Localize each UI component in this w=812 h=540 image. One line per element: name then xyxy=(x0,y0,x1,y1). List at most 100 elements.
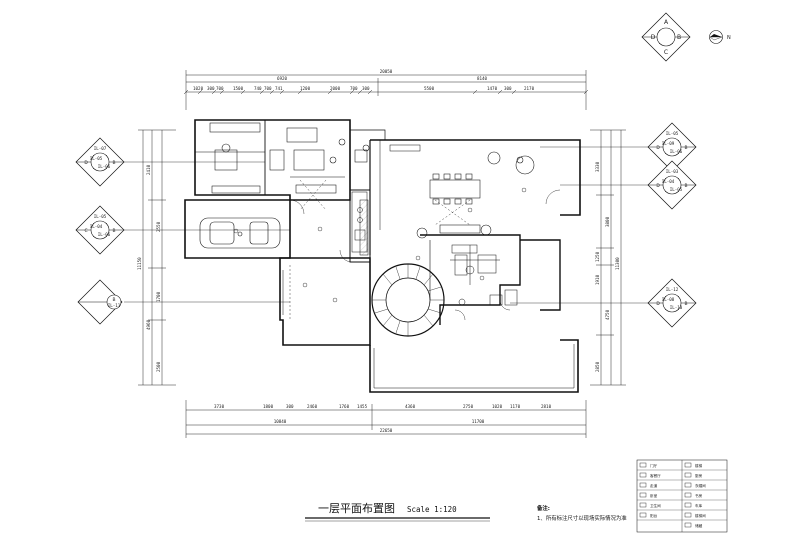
index-marker-right-2: D B IL-03 IL-04 IL-05 xyxy=(647,160,697,210)
dimension-tick xyxy=(297,89,303,95)
svg-text:1700: 1700 xyxy=(156,291,161,302)
top-overall-dim: 20050 xyxy=(380,69,393,74)
svg-text:1020: 1020 xyxy=(492,404,503,409)
svg-text:D: D xyxy=(656,301,660,307)
svg-text:IL-06: IL-06 xyxy=(98,232,111,237)
svg-text:客餐厅: 客餐厅 xyxy=(650,473,661,478)
dimension-tick xyxy=(279,89,285,95)
dimension-tick xyxy=(327,89,333,95)
svg-text:C: C xyxy=(664,49,668,56)
svg-text:车库: 车库 xyxy=(695,503,703,508)
garage-car xyxy=(199,217,281,249)
svg-text:书房: 书房 xyxy=(695,493,703,498)
svg-text:厨房: 厨房 xyxy=(695,473,703,478)
svg-text:IL-06: IL-06 xyxy=(98,164,111,169)
svg-text:1760: 1760 xyxy=(339,404,350,409)
svg-text:IL-07: IL-07 xyxy=(94,146,107,151)
left-dimension-chain xyxy=(138,129,176,386)
svg-text:储藏: 储藏 xyxy=(695,523,703,528)
svg-text:3730: 3730 xyxy=(214,404,225,409)
drawing-scale: Scale 1:120 xyxy=(407,505,457,514)
svg-text:4750: 4750 xyxy=(605,309,610,320)
svg-text:300: 300 xyxy=(504,86,512,91)
svg-text:走道: 走道 xyxy=(650,483,658,488)
dimension-tick xyxy=(269,89,275,95)
dimension-tick xyxy=(197,89,203,95)
bottom-left-sub-dim: 10840 xyxy=(274,419,287,424)
svg-text:1250: 1250 xyxy=(595,251,600,262)
index-marker-left-2: C B IL-05 IL-04 IL-06 xyxy=(75,205,125,255)
north-arrow-icon: N xyxy=(709,30,731,44)
dimension-tick xyxy=(357,89,363,95)
svg-text:2850: 2850 xyxy=(595,361,600,372)
svg-text:1470: 1470 xyxy=(487,86,498,91)
dimension-tick xyxy=(367,89,373,95)
right-dimension-chain xyxy=(590,129,626,386)
dimension-tick xyxy=(511,89,517,95)
svg-text:楼梯: 楼梯 xyxy=(695,463,703,468)
dimension-tick xyxy=(219,89,225,95)
svg-text:楼梯间: 楼梯间 xyxy=(695,513,706,518)
svg-text:11300: 11300 xyxy=(615,257,620,270)
svg-text:IL-09: IL-09 xyxy=(662,141,675,146)
svg-text:B: B xyxy=(112,228,115,234)
index-marker-left-1: D B IL-07 IL-05 IL-06 xyxy=(75,137,125,187)
index-marker-left-3: B IL-11 xyxy=(77,279,123,325)
dimension-tick xyxy=(211,89,217,95)
svg-text:2410: 2410 xyxy=(146,164,151,175)
svg-text:IL-08: IL-08 xyxy=(662,297,675,302)
notes-block: 备注: 1、所有标注尺寸以现场实际情况为准 xyxy=(536,504,627,522)
svg-text:D: D xyxy=(656,183,660,189)
svg-text:2550: 2550 xyxy=(156,221,161,232)
svg-text:1020: 1020 xyxy=(193,86,204,91)
svg-text:1200: 1200 xyxy=(300,86,311,91)
dimension-tick xyxy=(240,89,246,95)
svg-text:卧室: 卧室 xyxy=(650,493,658,498)
svg-text:740: 740 xyxy=(254,86,262,91)
svg-text:IL-03: IL-03 xyxy=(666,169,679,174)
svg-text:IL-04: IL-04 xyxy=(662,179,675,184)
svg-text:衣帽间: 衣帽间 xyxy=(695,483,706,488)
bottom-overall-dim: 22650 xyxy=(380,428,393,433)
svg-text:1800: 1800 xyxy=(263,404,274,409)
svg-text:2170: 2170 xyxy=(524,86,535,91)
svg-text:IL-06: IL-06 xyxy=(670,149,683,154)
svg-text:IL-11: IL-11 xyxy=(108,303,121,308)
svg-text:B: B xyxy=(112,160,115,166)
svg-text:1500: 1500 xyxy=(233,86,244,91)
svg-text:3800: 3800 xyxy=(605,216,610,227)
svg-text:A: A xyxy=(664,19,669,26)
bottom-right-sub-dim: 11700 xyxy=(472,419,485,424)
index-lines xyxy=(124,146,648,304)
svg-text:IL-05: IL-05 xyxy=(90,156,103,161)
svg-text:卫生间: 卫生间 xyxy=(650,503,661,508)
svg-text:门厅: 门厅 xyxy=(650,463,658,468)
svg-text:3330: 3330 xyxy=(595,161,600,172)
lighting-points xyxy=(233,179,527,320)
index-marker-right-1: D B IL-05 IL-09 IL-06 xyxy=(647,122,697,172)
living-room-furniture xyxy=(209,122,370,194)
dining-furniture xyxy=(416,151,535,239)
top-right-sub-dim: 8140 xyxy=(477,76,488,81)
svg-text:B: B xyxy=(677,34,681,41)
svg-text:1170: 1170 xyxy=(510,404,521,409)
svg-text:IL-10: IL-10 xyxy=(670,305,683,310)
svg-text:4360: 4360 xyxy=(405,404,416,409)
svg-text:D: D xyxy=(656,145,660,151)
svg-text:2000: 2000 xyxy=(330,86,341,91)
svg-text:1910: 1910 xyxy=(595,274,600,285)
bath-fixtures xyxy=(451,244,518,306)
svg-text:阳台: 阳台 xyxy=(650,513,658,518)
svg-text:300: 300 xyxy=(286,404,294,409)
svg-text:741: 741 xyxy=(275,86,283,91)
svg-text:5500: 5500 xyxy=(424,86,435,91)
legend-table: 门厅 楼梯 客餐厅 厨房 走道 衣帽间 卧室 书房 卫生间 车库 阳台 楼梯间 … xyxy=(636,459,728,533)
svg-text:B: B xyxy=(684,301,687,307)
drawing-title: 一层平面布置图 xyxy=(318,502,395,515)
svg-text:B: B xyxy=(112,297,115,303)
index-marker-right-3: D B IL-12 IL-08 IL-10 xyxy=(647,278,697,328)
bottom-segment-dims: 3730 1800 300 2460 1760 1455 4360 2750 1… xyxy=(214,404,552,409)
svg-text:1、所有标注尺寸以现场实际情况为准: 1、所有标注尺寸以现场实际情况为准 xyxy=(537,514,627,522)
svg-text:2500: 2500 xyxy=(156,361,161,372)
svg-text:1455: 1455 xyxy=(357,404,368,409)
